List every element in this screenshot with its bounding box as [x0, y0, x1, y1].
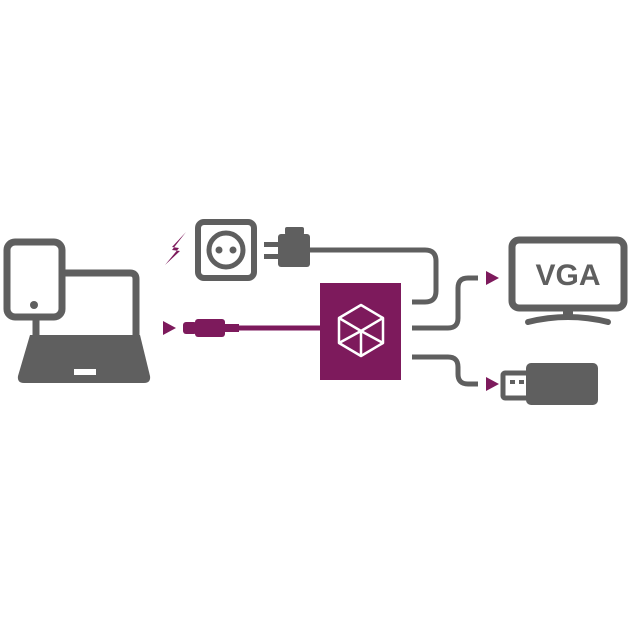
power-outlet-icon [195, 219, 257, 281]
tablet-icon [3, 238, 66, 321]
adapter-hub [320, 283, 401, 380]
monitor-label: VGA [535, 259, 600, 292]
arrow-right-icon [163, 321, 176, 335]
power-plug-icon [264, 227, 439, 305]
laptop-icon [17, 269, 151, 383]
usb-c-cable [183, 319, 322, 337]
lightning-bolt-icon [165, 232, 186, 265]
arrow-right-icon [486, 377, 499, 391]
arrow-right-icon [486, 271, 499, 285]
monitor-icon: VGA [508, 236, 628, 325]
cube-icon [337, 303, 385, 358]
usb-drive-icon [500, 363, 598, 405]
usb-output-cable [412, 354, 478, 387]
vga-output-cable [412, 275, 478, 331]
